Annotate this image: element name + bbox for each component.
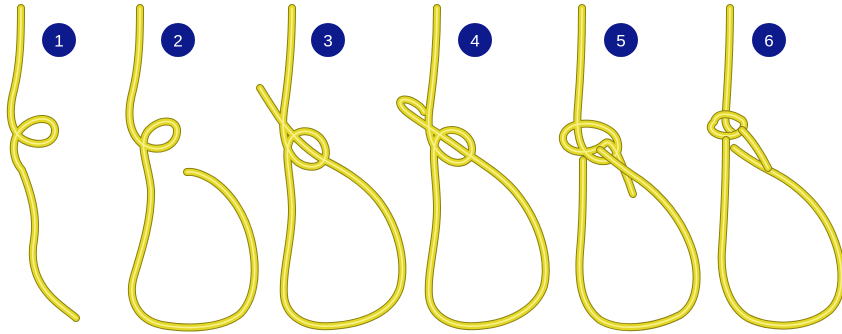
step-badge-6: 6	[752, 23, 786, 57]
rope-drawings	[11, 8, 842, 327]
rope-body	[722, 140, 842, 326]
rope-step-6	[711, 8, 842, 326]
step-number: 4	[470, 32, 479, 51]
rope-body	[130, 8, 255, 327]
rope-step-5	[563, 8, 697, 327]
step-number: 2	[173, 32, 182, 51]
step-badge-4: 4	[458, 23, 492, 57]
rope-step-2	[130, 8, 255, 327]
step-number: 3	[323, 32, 332, 51]
step-badge-2: 2	[161, 23, 195, 57]
step-badges: 1 2 3 4 5 6	[42, 23, 786, 57]
rope-body	[579, 150, 696, 327]
step-badge-5: 5	[604, 23, 638, 57]
step-number: 5	[616, 32, 625, 51]
step-number: 1	[54, 32, 63, 51]
step-number: 6	[764, 32, 773, 51]
step-badge-1: 1	[42, 23, 76, 57]
step-badge-3: 3	[311, 23, 345, 57]
rope-outline	[722, 140, 842, 326]
rope-highlight	[722, 140, 842, 326]
